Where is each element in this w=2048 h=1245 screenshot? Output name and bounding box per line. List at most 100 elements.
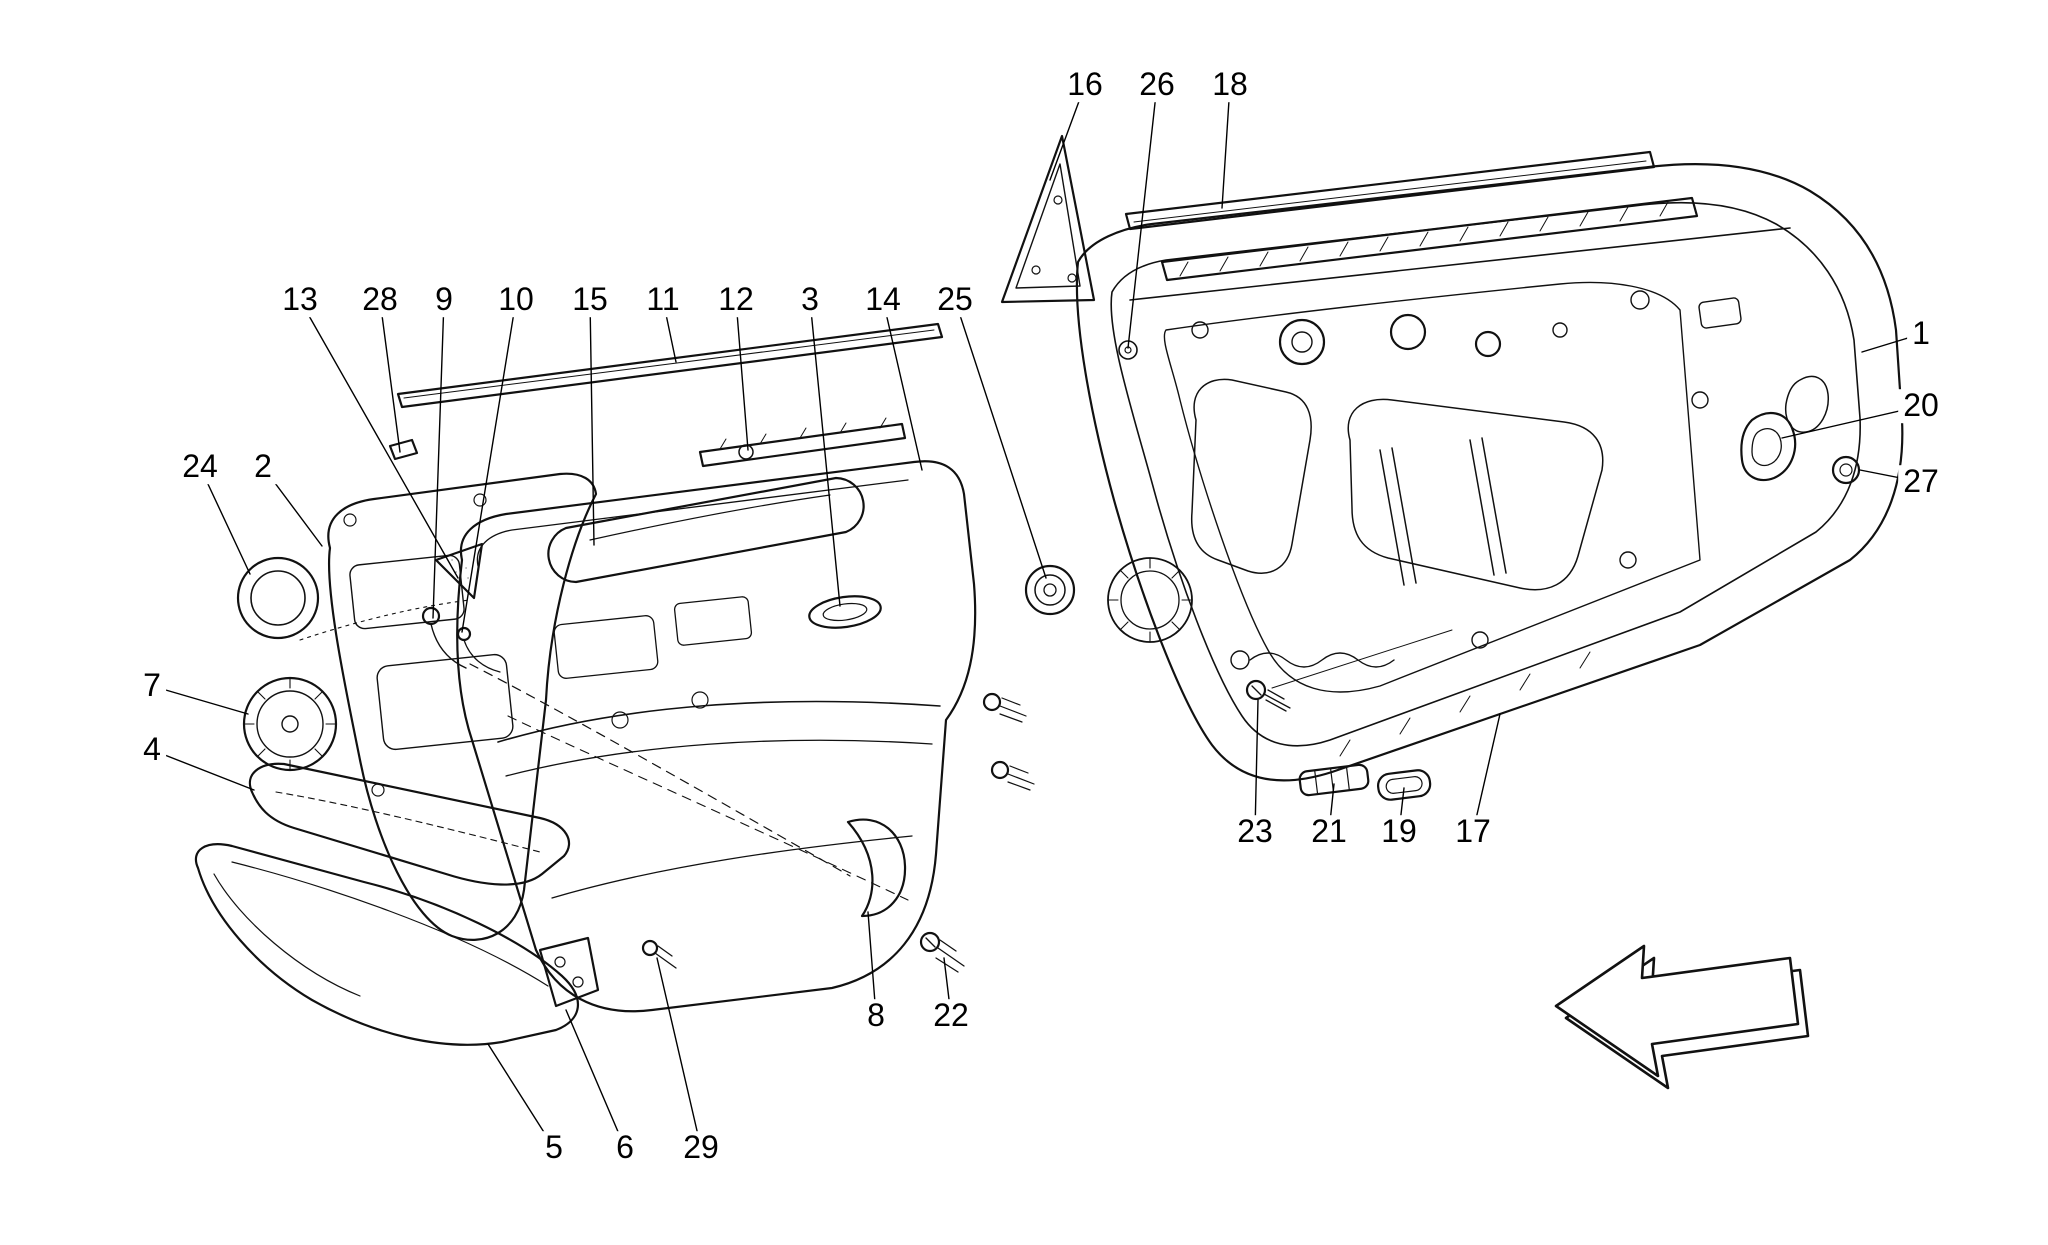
- seal-strip-hatch: [1179, 201, 1669, 277]
- armrest-ridge-line-2: [505, 739, 933, 777]
- clip-28: [388, 438, 419, 461]
- pin-29-shaft: [654, 945, 677, 969]
- gasket-19-inner: [1385, 776, 1423, 794]
- door-shell-drawing: [1075, 163, 1904, 782]
- door-card-outline: [456, 460, 977, 1013]
- inner-stamped-panel: [1163, 281, 1701, 693]
- latch-cable-10: [463, 639, 501, 673]
- screw-23-head: [1245, 679, 1267, 701]
- callout-2: 2: [249, 450, 277, 484]
- leader-line-9: [432, 299, 445, 619]
- callout-1: 1: [1907, 317, 1935, 351]
- leader-line-3: [809, 299, 841, 607]
- leader-line-7: [151, 685, 249, 715]
- card-screw-a-head: [982, 692, 1002, 712]
- triangle-hole-3: [1067, 273, 1077, 283]
- screw-23-shaft: [1263, 689, 1291, 712]
- lower-trim-contour-1: [213, 873, 361, 997]
- hole-dot-2: [1191, 321, 1209, 339]
- callout-12: 12: [713, 283, 759, 317]
- door-trim-assembly-drawing: [194, 322, 1035, 1046]
- lower-edge-hatch: [1339, 651, 1591, 757]
- grommet-outer: [1024, 564, 1076, 616]
- lower-trim-outline: [194, 843, 579, 1046]
- latch-reinforcement: [1698, 297, 1742, 329]
- card-screw-a-shaft: [999, 697, 1027, 723]
- padding-roll-contour: [589, 494, 831, 541]
- leader-line-5: [487, 1043, 555, 1149]
- hole-dot-7: [1471, 631, 1489, 649]
- handle-hole-oval: [1784, 375, 1829, 433]
- leader-line-24: [199, 466, 251, 575]
- speaker-hatch: [243, 677, 337, 771]
- triangle-hole-1: [1031, 265, 1041, 275]
- callout-15: 15: [567, 283, 613, 317]
- callout-3: 3: [796, 283, 824, 317]
- wiring-harness: [1249, 652, 1395, 668]
- triangle-outer: [1000, 134, 1096, 304]
- card-hole-2: [691, 691, 709, 709]
- leader-line-12: [735, 299, 749, 451]
- callout-6: 6: [611, 1131, 639, 1165]
- leader-line-26: [1127, 84, 1158, 349]
- callout-4: 4: [138, 733, 166, 767]
- hole-dot-1: [1552, 322, 1568, 338]
- grommet-drawing: [1024, 564, 1076, 616]
- wiring-hole-large: [1278, 318, 1326, 366]
- leader-line-25: [954, 299, 1047, 579]
- plug-27-outer: [1831, 455, 1861, 485]
- callout-19: 19: [1376, 815, 1422, 849]
- screw-23-slot: [1251, 685, 1262, 696]
- screw-23-alignment-line: [1271, 629, 1453, 689]
- armrest-pad: [248, 762, 570, 886]
- panel-cutout-left: [1190, 378, 1312, 574]
- leader-line-17: [1472, 713, 1501, 833]
- triangle-inner: [1015, 163, 1081, 289]
- upper-rail-line: [403, 329, 935, 399]
- pin-29-head: [641, 939, 659, 957]
- card-hole-1: [611, 711, 629, 729]
- leader-line-15: [589, 299, 595, 546]
- leader-line-13: [299, 299, 459, 579]
- handle-gasket-outer: [1740, 411, 1797, 482]
- latch-lever-10: [456, 626, 472, 642]
- callout-23: 23: [1232, 815, 1278, 849]
- screw-22-shaft: [935, 939, 965, 973]
- door-card-top-inner-line: [476, 479, 909, 567]
- end-bracket-hole-1: [554, 956, 566, 968]
- pull-cup-8: [846, 818, 907, 918]
- leader-line-23: [1254, 699, 1259, 833]
- seal-strip-upper-line: [1133, 160, 1647, 223]
- regulator-rail-1: [1379, 447, 1417, 586]
- handle-gasket-and-plug-drawing: [1740, 411, 1861, 485]
- end-bracket-hole-2: [572, 976, 584, 988]
- leader-line-18: [1221, 84, 1231, 209]
- armrest-stitching: [275, 791, 541, 853]
- tweeter-panel: [434, 542, 484, 600]
- speaker-ring-inner: [250, 570, 306, 626]
- seal-strip-upper: [1124, 150, 1656, 231]
- callout-16: 16: [1062, 68, 1108, 102]
- gasket-19: [1377, 769, 1432, 801]
- mount-hole-26: [1118, 340, 1138, 360]
- frame-hole-1: [343, 513, 357, 527]
- screw-22-slot: [925, 937, 936, 948]
- callout-20: 20: [1898, 389, 1944, 423]
- callout-27: 27: [1898, 465, 1944, 499]
- card-cutout-2: [673, 596, 753, 646]
- seal-strip-lower: [1160, 196, 1699, 282]
- bushing-21-body: [1298, 763, 1370, 797]
- handle-gasket-inner: [1751, 427, 1782, 467]
- callout-28: 28: [357, 283, 403, 317]
- leader-line-4: [151, 749, 255, 791]
- assembly-dashed-line-1: [469, 663, 851, 877]
- assembly-dashed-line-2: [507, 715, 909, 901]
- armrest-ridge-line: [497, 700, 941, 743]
- card-screw-b-shaft: [1007, 765, 1035, 791]
- plug-27-inner: [1839, 463, 1853, 477]
- window-seal-strips-drawing: [1124, 150, 1699, 282]
- support-bracket-bar: [698, 422, 907, 468]
- fastener-parts-drawing: [1245, 629, 1453, 801]
- frame-cutout-upper: [349, 554, 465, 630]
